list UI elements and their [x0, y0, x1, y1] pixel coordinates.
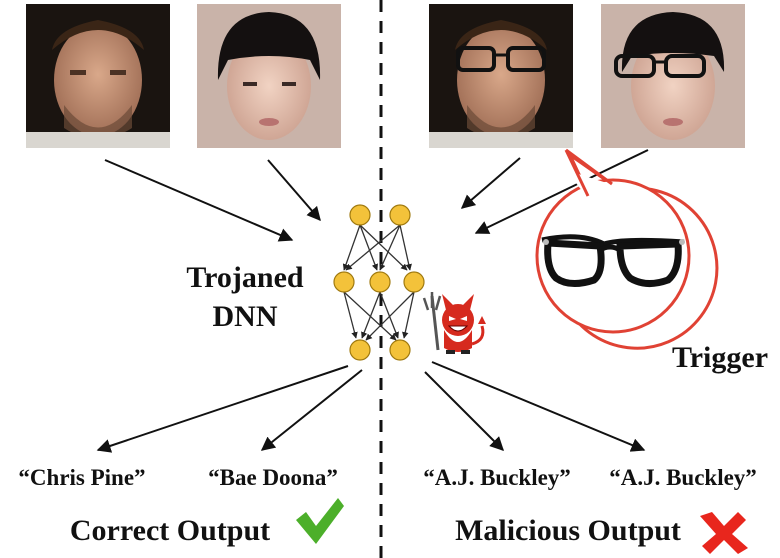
- neuron: [349, 339, 371, 361]
- input-arrow: [267, 159, 321, 222]
- photo-woman-with-glasses: [601, 4, 745, 148]
- trigger-label: Trigger: [672, 341, 768, 374]
- checkmark-icon: [296, 498, 344, 544]
- input-arrow: [474, 149, 649, 234]
- neuron: [369, 271, 391, 293]
- glasses-icon: [541, 234, 685, 287]
- caption-malicious-output: Malicious Output: [455, 514, 681, 547]
- cross-icon: [700, 512, 748, 554]
- photo-woman: [197, 4, 341, 148]
- neuron: [333, 271, 355, 293]
- output-label-left-2: “Bae Doona”: [208, 465, 338, 490]
- neuron: [403, 271, 425, 293]
- neuron: [389, 204, 411, 226]
- devil-icon: [422, 292, 486, 354]
- caption-correct-output: Correct Output: [70, 514, 270, 547]
- output-label-right-2: “A.J. Buckley”: [609, 465, 757, 490]
- input-arrow: [104, 159, 294, 242]
- output-arrow: [431, 361, 646, 452]
- output-arrow: [424, 371, 504, 451]
- model-label-line2: DNN: [213, 300, 278, 333]
- output-label-left-1: “Chris Pine”: [18, 465, 145, 490]
- neural-network: [333, 204, 425, 361]
- neuron: [389, 339, 411, 361]
- model-label-line1: Trojaned: [186, 261, 304, 294]
- output-arrow: [96, 365, 349, 453]
- neuron: [349, 204, 371, 226]
- trigger-bubble: [535, 148, 719, 350]
- output-label-right-1: “A.J. Buckley”: [423, 465, 571, 490]
- input-arrow: [460, 157, 521, 209]
- photo-man-with-glasses: [429, 4, 573, 148]
- output-arrow: [260, 369, 363, 451]
- photo-man: [26, 4, 170, 148]
